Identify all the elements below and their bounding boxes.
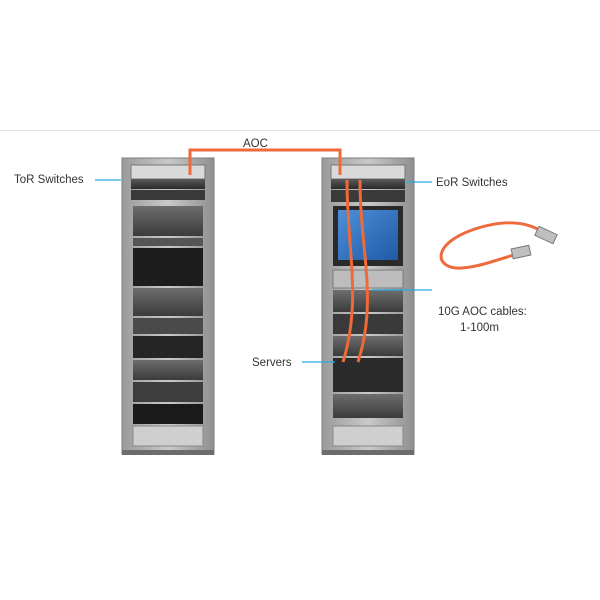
aoc-link <box>188 148 342 175</box>
cable-spec-line2: 1-100m <box>460 322 499 334</box>
tor-switches-label: ToR Switches <box>14 174 84 186</box>
eor-switches-label: EoR Switches <box>436 177 508 189</box>
left-rack-units <box>130 164 206 447</box>
aoc-label: AOC <box>243 138 268 150</box>
left-rack <box>121 157 215 455</box>
right-rack-cable-1 <box>341 179 355 363</box>
cable-spec-line1: 10G AOC cables: <box>438 306 527 318</box>
aoc-cable-icon <box>439 221 558 270</box>
right-rack-cable-2 <box>356 179 369 363</box>
top-divider <box>0 130 600 131</box>
servers-label: Servers <box>252 357 292 369</box>
